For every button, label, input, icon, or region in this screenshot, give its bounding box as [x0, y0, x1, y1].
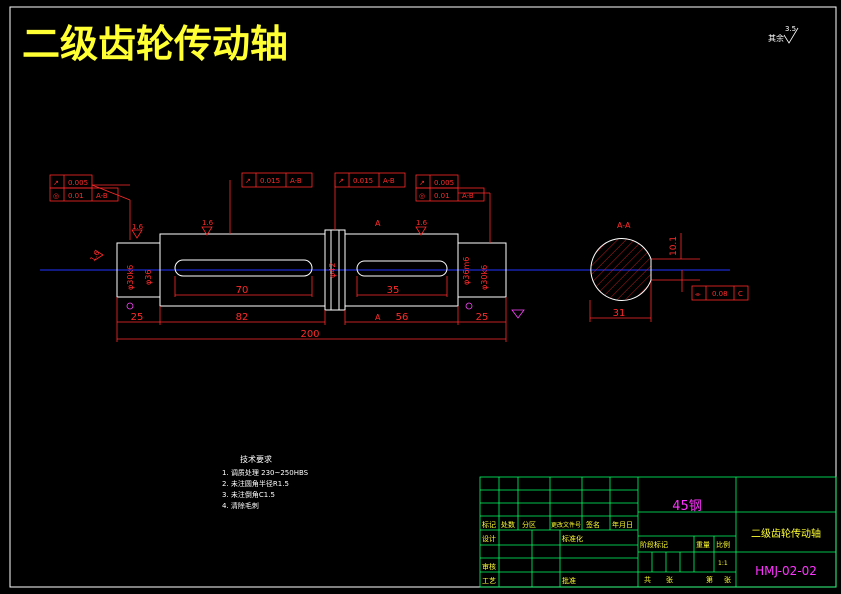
tb-standard: 标准化 [562, 534, 583, 543]
section-tol-sym: ⌯ [695, 290, 701, 298]
tb-part-name: 二级齿轮传动轴 [751, 527, 821, 540]
tb-approve: 批准 [562, 576, 576, 585]
shaft-outline [116, 229, 507, 311]
tb-process: 工艺 [482, 577, 496, 585]
dim-key-len-2: 35 [387, 285, 400, 296]
section-mark-a-bottom: A [375, 313, 381, 322]
tol-frame-6-sym: ◎ [419, 192, 425, 200]
tol-frame-5-value: 0.005 [434, 179, 454, 187]
tb-scale-value: 1:1 [718, 560, 728, 567]
diameter-4: φ36m6 [462, 257, 471, 285]
tol-frame-4-ref: A-B [383, 177, 395, 185]
tb-row-label-2: 处数 [501, 520, 515, 529]
roughness-mark-2: 1.6 [202, 219, 214, 227]
section-tol-ref: C [738, 290, 743, 298]
tb-row-label-6: 年月日 [612, 520, 633, 529]
tech-req-heading: 技术要求 [240, 454, 272, 464]
roughness-mark-1: 1.6 [132, 223, 144, 231]
tb-weight-label: 重量 [696, 541, 710, 549]
tol-frame-2-ref: A-B [96, 192, 108, 200]
diameter-2: φ36 [144, 270, 153, 285]
tb-bottom-2: 张 [666, 575, 673, 584]
roughness-mark-3: 1.6 [416, 219, 428, 227]
tb-design: 设计 [482, 534, 496, 543]
tol-frame-3-sym: ↗ [245, 177, 251, 185]
tech-req-item-4: 4. 清除毛刺 [222, 501, 259, 510]
tol-frame-6-value: 0.01 [434, 192, 450, 200]
diameter-5: φ30k6 [480, 265, 489, 290]
dim-seg-3: 56 [396, 312, 409, 323]
roughness-mark-4: 1.6 [89, 249, 102, 263]
tb-row-label-3: 分区 [522, 520, 536, 529]
tol-frame-4-sym: ↗ [338, 177, 344, 185]
dim-seg-4: 25 [476, 312, 489, 323]
border-frame [9, 6, 837, 588]
tol-frame-3-value: 0.015 [260, 177, 280, 185]
tb-material: 45钢 [672, 499, 702, 514]
roughness-note-label: 其余 [768, 33, 784, 43]
tb-bottom-4: 张 [724, 575, 731, 584]
tol-frame-1-sym: ↗ [53, 179, 59, 187]
tb-bottom-1: 共 [644, 575, 651, 584]
roughness-symbols [94, 226, 427, 261]
dim-section-width: 31 [613, 308, 626, 319]
tol-frame-6-ref: A-B [462, 192, 474, 200]
tol-frame-2-value: 0.01 [68, 192, 84, 200]
tol-frame-2-sym: ◎ [53, 192, 59, 200]
title-block-grid [479, 476, 837, 588]
dim-seg-1: 25 [131, 312, 144, 323]
dim-section-depth: 10.1 [669, 236, 679, 256]
roughness-symbol-icon [783, 27, 799, 44]
section-tol-value: 0.08 [712, 290, 728, 298]
section-label: A-A [617, 221, 631, 230]
tb-stage-label: 阶段标记 [640, 540, 668, 549]
tb-drawing-no: HMJ-02-02 [755, 564, 817, 578]
tolerance-frame-boxes [49, 172, 749, 301]
tol-frame-3-ref: A-B [290, 177, 302, 185]
tb-row-label-1: 标记 [482, 520, 496, 529]
tb-scale-label: 比例 [716, 540, 730, 549]
section-a-a-view [590, 238, 652, 301]
section-mark-a-top: A [375, 219, 381, 228]
tech-req-item-1: 1. 调质处理 230~250HBS [222, 468, 309, 477]
dim-key-len-1: 70 [236, 285, 249, 296]
tol-frame-1-value: 0.005 [68, 179, 88, 187]
datum-markers [126, 302, 525, 319]
diameter-1: φ30k6 [126, 265, 135, 290]
diameter-3: φ42 [328, 263, 337, 278]
dim-seg-2: 82 [236, 312, 249, 323]
tb-review: 审核 [482, 562, 496, 571]
tech-req-item-2: 2. 未注圆角半径R1.5 [222, 479, 289, 488]
drawing-title: 二级齿轮传动轴 [22, 22, 288, 66]
tol-frame-5-sym: ↗ [419, 179, 425, 187]
tb-row-label-5: 签名 [586, 520, 600, 529]
dim-total: 200 [300, 329, 319, 340]
tech-req-item-3: 3. 未注倒角C1.5 [222, 490, 275, 499]
dimension-lines [91, 180, 700, 342]
roughness-note-value: 3.5 [785, 25, 796, 33]
tb-row-label-4: 更改文件号 [551, 521, 581, 529]
tb-bottom-3: 第 [706, 575, 713, 584]
tol-frame-4-value: 0.015 [353, 177, 373, 185]
